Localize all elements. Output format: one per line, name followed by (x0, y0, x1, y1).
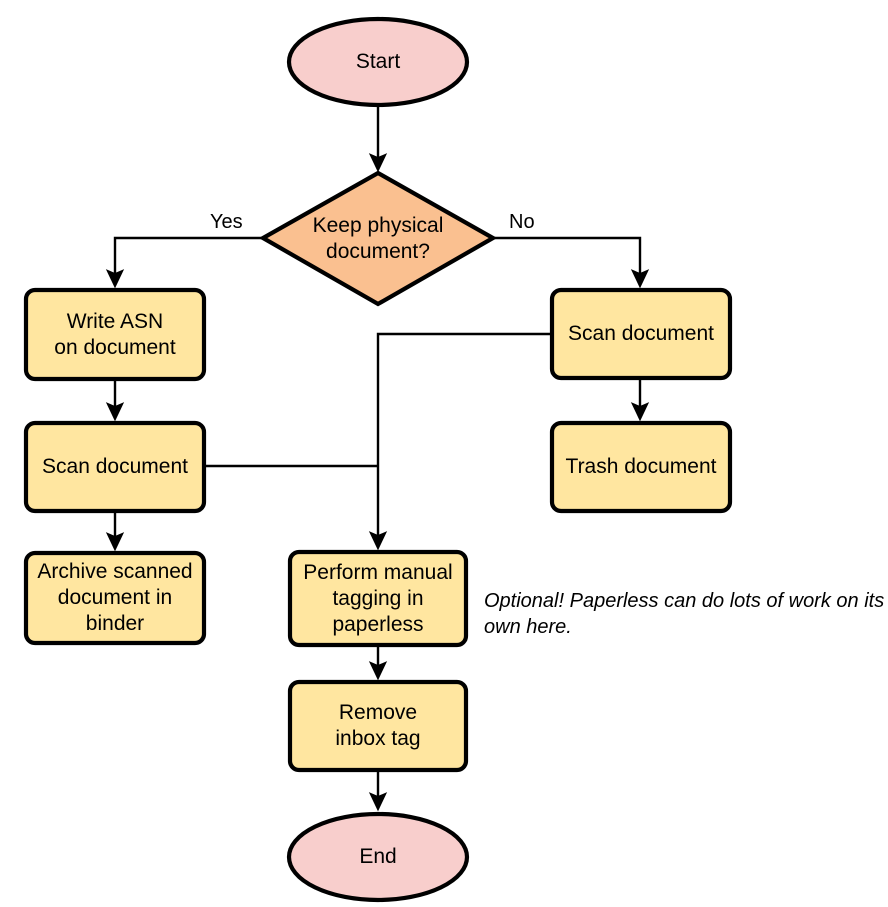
edge-label-no: No (509, 211, 535, 233)
node-remove-inbox-tag-shape[interactable] (287, 679, 469, 773)
node-archive-binder-shape[interactable] (23, 550, 207, 646)
node-scan-document-left-shape[interactable] (23, 420, 207, 514)
node-start-shape[interactable] (286, 16, 470, 108)
node-trash-document-shape[interactable] (549, 420, 733, 514)
node-scan-document-right-shape[interactable] (549, 287, 733, 381)
optional-note-text: Optional! Paperless can do lots of work … (484, 590, 885, 638)
edge-keep-physical-no-to-scan-right (493, 236, 650, 289)
node-keep-physical-shape[interactable] (258, 170, 498, 307)
edge-scan-right-to-manual-tagging (368, 332, 552, 551)
edge-keep-physical-yes-to-write-asn (105, 236, 263, 289)
node-end-shape[interactable] (286, 811, 470, 903)
node-manual-tagging-shape[interactable] (287, 549, 469, 648)
edge-label-yes: Yes (210, 211, 243, 233)
node-write-asn-shape[interactable] (23, 287, 207, 382)
